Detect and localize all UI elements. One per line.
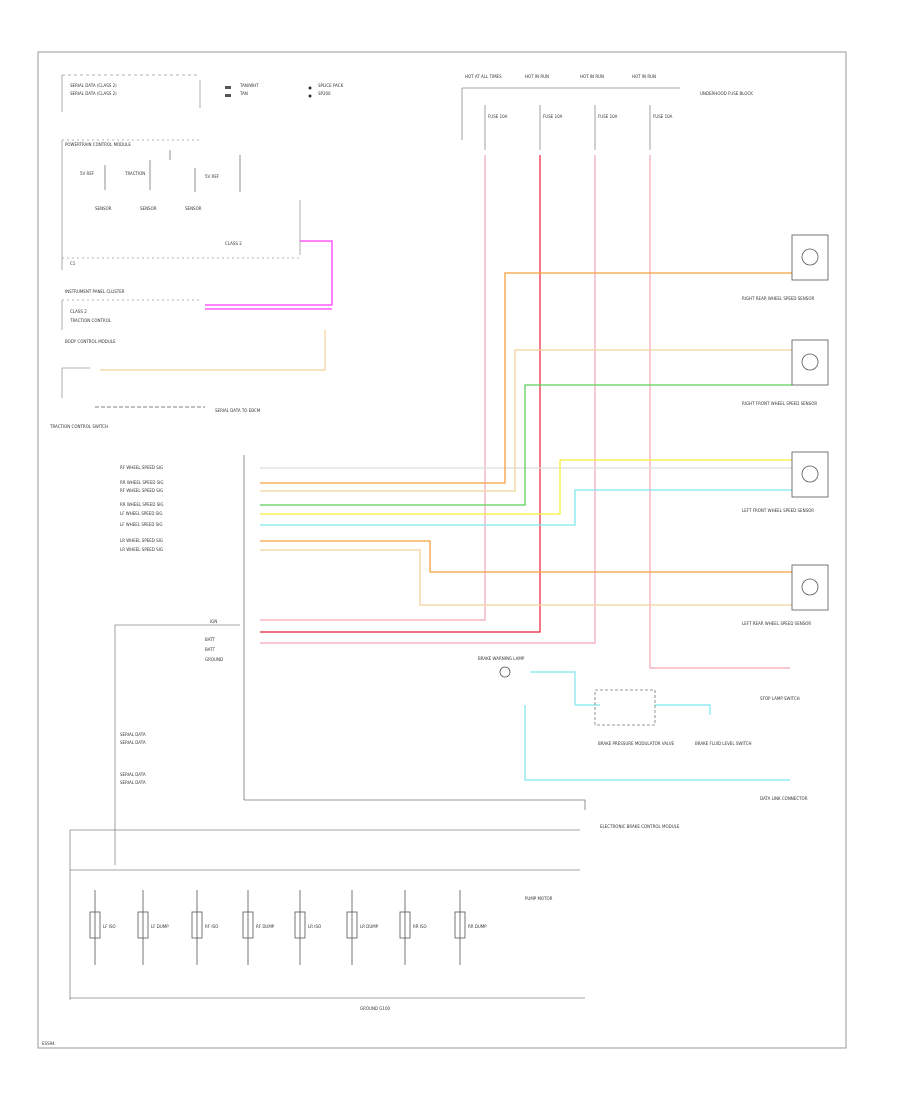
top-fuse-text: HOT AT ALL TIMES HOT IN RUN HOT IN RUN H… [465,74,753,119]
sensor-boxes [791,234,829,611]
solenoid-labels: LF ISO LF DUMP RF ISO RF DUMP LR ISO LR … [42,896,553,1046]
svg-text:SERIAL DATA (CLASS 2): SERIAL DATA (CLASS 2) [70,91,117,96]
fuse-label-1: HOT IN RUN [525,74,549,79]
svg-text:C1: C1 [70,261,76,266]
svg-text:TRACTION: TRACTION [124,171,145,176]
sensor-labels: RIGHT REAR WHEEL SPEED SENSOR RIGHT FRON… [742,296,817,626]
sensor-3: LEFT REAR WHEEL SPEED SENSOR [742,621,811,626]
solenoid-frame [69,624,585,1000]
underhood-label: UNDERHOOD FUSE BLOCK [700,91,753,96]
pcm-label: POWERTRAIN CONTROL MODULE [65,142,131,147]
svg-text:5V REF: 5V REF [205,174,220,179]
data-3: SERIAL DATA [120,780,146,785]
brake-lamp-labels: BRAKE WARNING LAMP STOP LAMP SWITCH BRAK… [478,656,808,829]
brake-lamp-bulb [499,666,511,678]
stop-switch-label: STOP LAMP SWITCH [760,696,800,701]
pwr-2: BATT [205,647,216,652]
tan-switch-wire [100,330,326,371]
sol-0: LF ISO [103,924,116,929]
svg-text:SPLICE PACK: SPLICE PACK [318,83,344,88]
svg-text:SERIAL DATA (CLASS 2): SERIAL DATA (CLASS 2) [70,83,117,88]
fuse-label-3: HOT IN RUN [632,74,656,79]
solenoid-coils [89,890,466,965]
sol-3: RF DUMP [256,924,275,929]
data-0: SERIAL DATA [120,732,146,737]
svg-text:CLASS 2: CLASS 2 [225,241,242,246]
pcm-connectors [225,86,312,98]
data-2: SERIAL DATA [120,772,146,777]
ground-label: GROUND G100 [360,1006,390,1011]
fuse-rating-2: FUSE 10A [598,114,618,119]
top-fuses [461,87,680,150]
tiny-labels: SERIAL DATA (CLASS 2) SERIAL DATA (CLASS… [49,83,344,429]
pin-7: LR WHEEL SPEED SIG [120,547,163,552]
sol-6: RR ISO [413,924,427,929]
data-1: SERIAL DATA [120,740,146,745]
sol-2: RF ISO [205,924,218,929]
signal-wires [260,272,792,606]
pin-1: RR WHEEL SPEED SIG [120,480,164,485]
svg-text:SP200: SP200 [318,91,331,96]
svg-text:TAN: TAN [239,91,248,96]
pin-3: RR WHEEL SPEED SIG [120,502,164,507]
sol-1: LF DUMP [151,924,169,929]
fuse-label-2: HOT IN RUN [580,74,604,79]
relay-label: PUMP MOTOR [525,896,553,901]
sol-5: LR DUMP [360,924,379,929]
ipc-label: INSTRUMENT PANEL CLUSTER [65,289,125,294]
page-frame [37,51,847,1049]
valve-box [594,689,656,726]
brake-lamp-area [524,671,790,781]
sensor-0: RIGHT REAR WHEEL SPEED SENSOR [742,296,814,301]
brake-lamp-label: BRAKE WARNING LAMP [478,656,525,661]
fuse-label-0: HOT AT ALL TIMES [465,74,502,79]
svg-text:SENSOR: SENSOR [140,206,157,211]
magenta-wires [205,240,333,310]
svg-text:TRACTION CONTROL: TRACTION CONTROL [69,318,112,323]
pwr-0: IGN [210,619,217,624]
valve-label: BRAKE PRESSURE MODULATOR VALVE [598,741,675,746]
pin-5: LF WHEEL SPEED SIG [120,522,163,527]
pin-6: LR WHEEL SPEED SIG [120,538,163,543]
fuse-rating-0: FUSE 10A [488,114,508,119]
ebcm-label: ELECTRONIC BRAKE CONTROL MODULE [600,824,680,829]
svg-text:5V REF: 5V REF [80,171,95,176]
pin-4: LF WHEEL SPEED SIG [120,511,163,516]
pwr-3: GROUND [205,657,223,662]
switch-label: TRACTION CONTROL SWITCH [49,424,108,429]
fuse-rating-3: FUSE 10A [653,114,673,119]
pin-2: RF WHEEL SPEED SIG [120,488,163,493]
pcm-internal [104,150,241,192]
sol-7: RR DUMP [468,924,487,929]
dlc-label: DATA LINK CONNECTOR [760,796,808,801]
svg-text:SENSOR: SENSOR [95,206,112,211]
svg-text:SENSOR: SENSOR [185,206,202,211]
bcm-label: BODY CONTROL MODULE [65,339,116,344]
sensor-1: RIGHT FRONT WHEEL SPEED SENSOR [742,401,817,406]
sensor-2: LEFT FRONT WHEEL SPEED SENSOR [742,508,814,513]
svg-text:TAN/WHT: TAN/WHT [239,83,259,88]
ebcm-connector [243,455,586,810]
power-wires [260,155,790,669]
pcm-block [61,74,301,398]
ebtcm-pin-labels: RF WHEEL SPEED SIG RR WHEEL SPEED SIG RF… [120,465,223,785]
pwr-1: BATT [205,637,216,642]
fluid-switch-label: BRAKE FLUID LEVEL SWITCH [695,741,752,746]
svg-text:SERIAL DATA TO EBCM: SERIAL DATA TO EBCM [215,408,261,413]
svg-text:CLASS 2: CLASS 2 [70,309,87,314]
page-code: ESS94 [42,1041,55,1046]
sol-4: LR ISO [308,924,321,929]
pin-0: RF WHEEL SPEED SIG [120,465,163,470]
fuse-rating-1: FUSE 10A [543,114,563,119]
